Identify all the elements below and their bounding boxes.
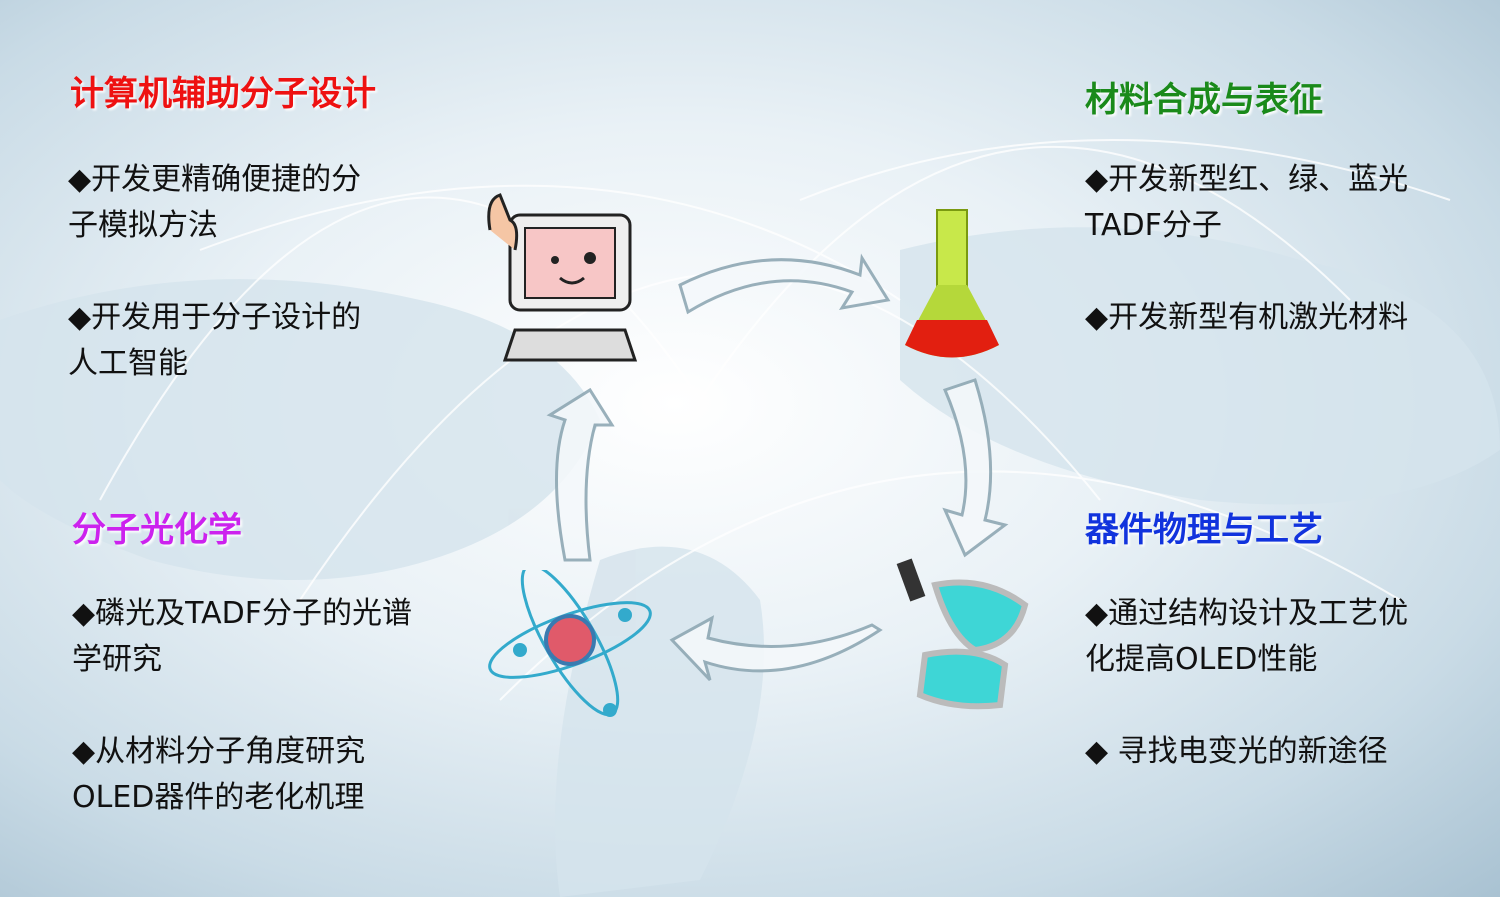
oled-device-icon [896, 558, 1029, 710]
arrow-right [678, 253, 891, 315]
bullet-item: ◆开发新型红、绿、蓝光TADF分子 [1085, 162, 1409, 243]
quadrant-title: 材料合成与表征 [1085, 80, 1323, 120]
quadrant-title: 器件物理与工艺 [1085, 510, 1323, 550]
arrow-down [942, 378, 1009, 558]
arrow-up [546, 387, 615, 562]
quadrant-title: 分子光化学 [72, 510, 242, 550]
quadrant-title: 计算机辅助分子设计 [70, 74, 376, 114]
bullet-item: ◆开发用于分子设计的人工智能 [68, 300, 362, 381]
bullet-item: ◆从材料分子角度研究OLED器件的老化机理 [72, 734, 366, 815]
flask-icon [905, 209, 999, 358]
bullet-item: ◆通过结构设计及工艺优化提高OLED性能 [1085, 596, 1409, 677]
bullet-item: ◆磷光及TADF分子的光谱学研究 [72, 596, 412, 677]
bullet-item: ◆开发更精确便捷的分子模拟方法 [68, 162, 362, 243]
arrow-left [669, 615, 883, 682]
atom-icon [488, 570, 652, 717]
bullet-item: ◆开发新型有机激光材料 [1085, 300, 1409, 335]
bullet-item: ◆ 寻找电变光的新途径 [1085, 734, 1388, 769]
computer-mascot-icon [487, 193, 638, 362]
